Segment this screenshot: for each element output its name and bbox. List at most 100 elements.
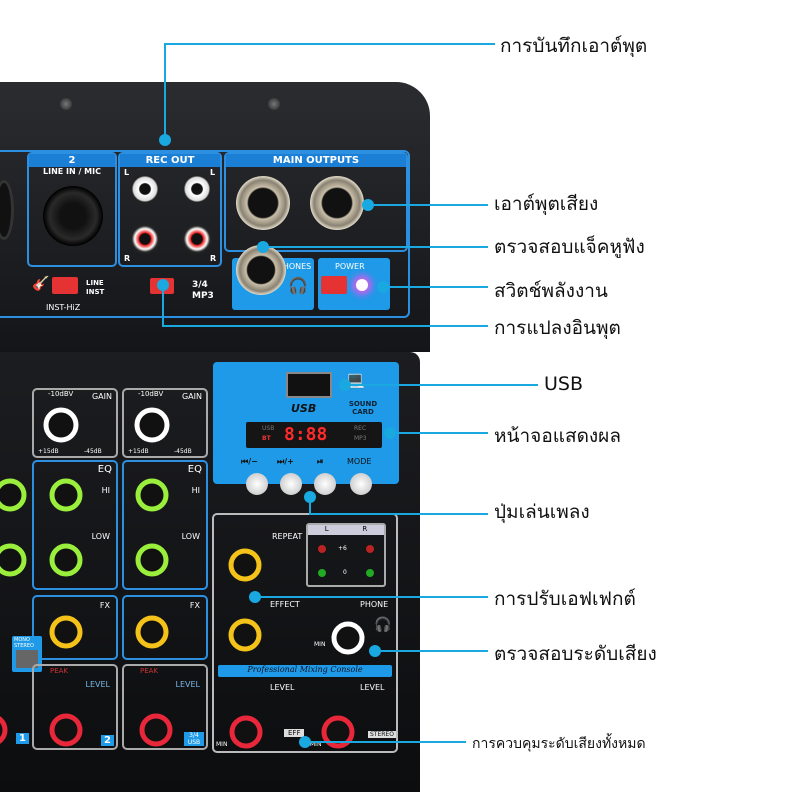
callout-master-volume: การควบคุมระดับเสียงทั้งหมด [472, 736, 646, 752]
callout-player-buttons: ปุ่มเล่นเพลง [494, 501, 590, 523]
eff-level-knob[interactable] [229, 715, 263, 749]
right-label: R [210, 254, 217, 263]
stereo-level-label: LEVEL [360, 683, 385, 692]
min-label: MIN [216, 741, 228, 748]
meter-r-label: R [362, 525, 368, 533]
rca-jack-red[interactable] [182, 224, 212, 254]
eq-hi-knob-ch2[interactable] [49, 478, 83, 512]
repeat-knob[interactable] [228, 548, 262, 582]
headphones-icon: 🎧 [288, 276, 308, 295]
mp3-player-module: USB 💻 SOUND CARD USB BT 8:88 REC MP3 ⏮/−… [213, 362, 399, 484]
gain-knob-ch2[interactable] [43, 407, 79, 443]
prev-button[interactable] [246, 473, 268, 495]
rca-jack-red[interactable] [130, 224, 160, 254]
meter-l-label: L [324, 525, 329, 533]
level-label: LEVEL [85, 680, 111, 689]
gain-min-label: +15dB [128, 448, 149, 455]
callout-dot [384, 427, 396, 439]
guitar-icon: 🎸 [32, 276, 50, 292]
stereo-badge: STEREO [368, 731, 396, 738]
peak-led-left [318, 545, 326, 553]
min-label: MIN [314, 641, 326, 648]
callout-dot [339, 379, 351, 391]
inst-label: INST [86, 288, 105, 296]
mono-stereo-button[interactable] [16, 650, 38, 668]
rca-jack-white[interactable] [130, 174, 160, 204]
eq-panel-ch2: EQ HI LOW [32, 460, 118, 590]
display-digits: 8:88 [284, 424, 328, 445]
callout-dot [362, 199, 374, 211]
low-label: LOW [91, 532, 110, 541]
main-output-left-jack[interactable] [236, 176, 290, 230]
play-pause-button[interactable] [314, 473, 336, 495]
next-label: ⏭/+ [277, 457, 294, 466]
level-label: LEVEL [175, 680, 201, 689]
level-knob-ch1[interactable] [0, 716, 8, 744]
level-knob-ch2[interactable] [49, 713, 83, 747]
effect-label: EFFECT [270, 600, 300, 609]
mode-button[interactable] [350, 473, 372, 495]
signal-led-left [318, 569, 326, 577]
callout-effect-adjust: การปรับเอฟเฟกต์ [494, 588, 636, 610]
inst-hiz-switch[interactable] [52, 277, 78, 294]
phone-label: PHONE [360, 600, 389, 609]
fx-knob-ch2[interactable] [49, 615, 83, 649]
callout-dot [369, 645, 381, 657]
xlr-combo-jack[interactable] [0, 180, 14, 240]
callout-audio-output: เอาต์พุตเสียง [494, 193, 599, 215]
gain-min-label: +15dB [38, 448, 59, 455]
callout-line-rec-out [164, 43, 495, 140]
level-knob-ch34[interactable] [139, 713, 173, 747]
rear-panel-frame [0, 150, 410, 318]
gain-max-label: -45dB [174, 448, 192, 455]
usb-port[interactable] [286, 372, 332, 398]
next-button[interactable] [280, 473, 302, 495]
rec-out-title: REC OUT [120, 154, 220, 167]
eq-low-knob-ch1[interactable] [0, 543, 27, 577]
eq-label: EQ [97, 464, 112, 475]
callout-rec-output: การบันทึกเอาต์พุต [500, 35, 648, 57]
mode-label: MODE [347, 457, 372, 466]
callout-dot [159, 134, 171, 146]
gain-panel-ch34: GAIN -10dBV +15dB -45dB [122, 388, 208, 458]
power-switch[interactable] [321, 276, 347, 294]
display-bt: BT [262, 435, 271, 442]
gain-knob-ch34[interactable] [134, 407, 170, 443]
headphone-jack[interactable] [236, 245, 286, 295]
phone-level-knob[interactable] [331, 621, 365, 655]
input-mp3-label: MP3 [192, 291, 214, 301]
rca-jack-white[interactable] [182, 174, 212, 204]
gain-label: GAIN [181, 392, 202, 401]
mono-stereo-switch[interactable]: MONO STEREO [12, 636, 42, 672]
eff-level-label: LEVEL [270, 683, 295, 692]
effect-knob[interactable] [228, 618, 262, 652]
stereo-level-knob[interactable] [321, 715, 355, 749]
callout-dot [299, 736, 311, 748]
channel-badge: 1 [16, 733, 29, 744]
main-outputs-title: MAIN OUTPUTS [226, 154, 406, 167]
eq-hi-knob-ch34[interactable] [135, 478, 169, 512]
peak-led-right [366, 545, 374, 553]
right-label: R [124, 254, 131, 263]
fx-knob-ch34[interactable] [135, 615, 169, 649]
channel-2-number: 2 [29, 154, 115, 167]
main-output-right-jack[interactable] [310, 176, 364, 230]
rec-out-panel: REC OUT L L R R [118, 152, 222, 267]
fx-label: FX [189, 601, 200, 610]
callout-dot [257, 241, 269, 253]
eq-low-knob-ch2[interactable] [49, 543, 83, 577]
eq-hi-knob-ch1[interactable] [0, 478, 27, 512]
fx-panel-ch2: FX [32, 595, 118, 660]
left-label: L [124, 168, 130, 177]
callout-headphone-jack: ตรวจสอบแจ็คหูฟัง [494, 236, 645, 258]
power-led [356, 279, 368, 291]
repeat-label: REPEAT [272, 532, 303, 541]
display-usb: USB [262, 425, 275, 432]
callout-volume-check: ตรวจสอบระดับเสียง [494, 643, 657, 665]
screw [268, 98, 280, 110]
callout-display: หน้าจอแสดงผล [494, 425, 621, 447]
eq-low-knob-ch34[interactable] [135, 543, 169, 577]
display-mp3: MP3 [354, 435, 367, 442]
xlr-combo-jack[interactable] [43, 186, 103, 246]
